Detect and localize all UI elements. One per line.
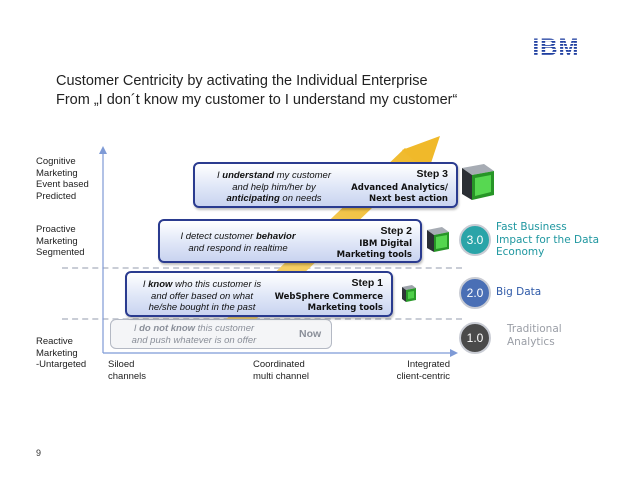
title-line-2: From „I don´t know my customer to I unde…: [56, 92, 458, 108]
y-label-cognitive: Cognitive Marketing Event based Predicte…: [36, 156, 89, 202]
step3-line2: and help him/her by: [232, 181, 316, 193]
step3-title: Step 3: [416, 168, 448, 180]
step3-box: I understand my customer and help him/he…: [193, 162, 458, 208]
x-label-coordinated-l1: Coordinated: [253, 359, 305, 370]
y-label-reactive-l2: Marketing: [36, 347, 78, 359]
step1-line3: he/she bought in the past: [148, 302, 256, 313]
y-label-proactive-l1: Proactive: [36, 224, 76, 235]
step3-line1: I understand my customer: [216, 170, 332, 181]
step1-line1: I know who this customer is: [142, 279, 262, 290]
x-label-siloed-l2: channels: [108, 370, 147, 382]
x-axis-arrowhead: [450, 349, 458, 357]
cube-icon-large: [462, 164, 494, 200]
step2-sub-l1: IBM Digital: [359, 239, 412, 249]
step0-box: I do not know this customer and push wha…: [110, 319, 332, 349]
level-label-1: Traditional Analytics: [507, 323, 562, 348]
step2-box: I detect customer behavior and respond i…: [158, 219, 422, 263]
title-line-1: Customer Centricity by activating the In…: [56, 73, 428, 89]
level-label-3-l3: Economy: [496, 246, 545, 258]
step1-title: Step 1: [351, 277, 383, 289]
step1-text: I know who this customer is and offer ba…: [131, 279, 273, 314]
y-label-reactive: Reactive Marketing -Untargeted: [36, 336, 86, 371]
y-label-reactive-l3: -Untargeted: [36, 359, 87, 370]
x-label-coordinated-l2: multi channel: [253, 370, 309, 382]
y-label-proactive: Proactive Marketing Segmented: [36, 224, 85, 259]
slide-title: Customer Centricity by activating the In…: [56, 72, 457, 110]
step2-text: I detect customer behavior and respond i…: [164, 231, 312, 254]
level-label-1-l2: Analytics: [507, 335, 555, 348]
y-label-reactive-l1: Reactive: [36, 336, 73, 347]
step0-now-tag: Now: [299, 328, 322, 340]
level-label-2: Big Data: [496, 286, 541, 299]
y-label-cognitive-l4: Predicted: [36, 190, 77, 202]
step2-line2: and respond in realtime: [188, 242, 288, 254]
x-label-integrated-l1: Integrated: [407, 359, 450, 370]
y-label-cognitive-l3: Event based: [36, 179, 89, 190]
step3-line3: anticipating on needs: [226, 193, 322, 204]
level-circle-3: 3.0: [459, 224, 491, 256]
step2-line1: I detect customer behavior: [180, 231, 296, 242]
y-label-cognitive-l2: Marketing: [36, 167, 78, 179]
x-label-siloed: Siloed channels: [108, 359, 146, 382]
step1-line2: and offer based on what: [151, 290, 253, 302]
level-label-3-l2: Impact for the Data: [496, 233, 600, 246]
step2-sub-l2: Marketing tools: [336, 249, 412, 260]
y-label-proactive-l3: Segmented: [36, 247, 85, 258]
y-label-proactive-l2: Marketing: [36, 235, 78, 247]
y-label-cognitive-l1: Cognitive: [36, 156, 76, 167]
step1-sub-l2: Marketing tools: [307, 302, 383, 313]
svg-text:IBM: IBM: [533, 35, 580, 57]
cube-icon-small: [402, 285, 416, 302]
step3-text: I understand my customer and help him/he…: [199, 170, 349, 205]
step2-sub: IBM Digital Marketing tools: [337, 239, 412, 260]
step3-sub: Advanced Analytics/ Next best action: [351, 183, 448, 204]
step0-line1: I do not know this customer: [133, 323, 255, 334]
step1-sub-l1: WebSphere Commerce: [274, 292, 383, 302]
x-label-coordinated: Coordinated multi channel: [253, 359, 309, 382]
x-label-integrated-l2: client-centric: [396, 370, 450, 382]
x-label-siloed-l1: Siloed: [108, 359, 135, 370]
x-label-integrated: Integrated client-centric: [396, 359, 450, 382]
step3-sub-l2: Next best action: [369, 193, 448, 204]
step2-title: Step 2: [380, 225, 412, 237]
step1-box: I know who this customer is and offer ba…: [125, 271, 393, 317]
y-axis-arrowhead: [99, 146, 107, 154]
step0-line2: and push whatever is on offer: [131, 334, 257, 346]
level-label-2-l1: Big Data: [496, 286, 542, 298]
level-circle-2: 2.0: [459, 277, 491, 309]
level-label-3: Fast Business Impact for the Data Econom…: [496, 221, 599, 259]
page-number: 9: [36, 448, 42, 458]
step3-sub-l1: Advanced Analytics/: [351, 183, 448, 193]
level-line-1: [62, 267, 462, 269]
level-label-1-l1: Traditional: [507, 323, 562, 335]
level-label-3-l1: Fast Business: [496, 221, 567, 233]
cube-icon-medium: [427, 227, 449, 252]
step0-bold-phrase: do not know: [139, 323, 196, 334]
ibm-logo: IBM: [524, 34, 588, 61]
level-circle-1: 1.0: [459, 322, 491, 354]
step0-text: I do not know this customer and push wha…: [119, 323, 269, 346]
step1-sub: WebSphere Commerce Marketing tools: [275, 292, 383, 313]
